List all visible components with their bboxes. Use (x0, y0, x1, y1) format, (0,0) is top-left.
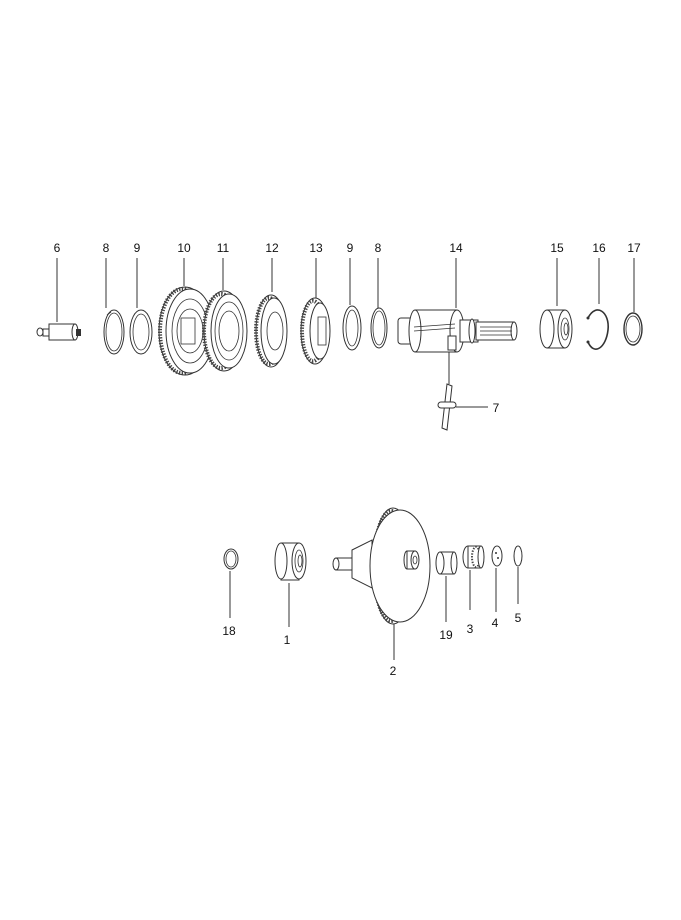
label-part-2: 2 (389, 664, 397, 678)
label-part-11: 11 (216, 241, 230, 255)
part-13-gear (300, 258, 331, 365)
part-18-washer (223, 548, 239, 618)
label-part-8-right: 8 (374, 241, 382, 255)
label-part-4: 4 (491, 616, 499, 630)
part-11-gear (202, 258, 248, 372)
label-part-1: 1 (283, 633, 291, 647)
label-part-18: 18 (222, 624, 236, 638)
label-part-9-right: 9 (346, 241, 354, 255)
part-14-shaft (397, 258, 518, 353)
part-9-washer-right (342, 258, 362, 351)
part-8-circlip-left (103, 258, 125, 355)
label-part-19: 19 (439, 628, 453, 642)
label-part-15: 15 (550, 241, 564, 255)
label-part-6: 6 (53, 241, 61, 255)
part-3-bearing (462, 545, 485, 610)
label-part-3: 3 (466, 622, 474, 636)
part-8-circlip-right (370, 258, 388, 349)
label-part-16: 16 (592, 241, 606, 255)
label-part-9-left: 9 (133, 241, 141, 255)
label-part-7: 7 (492, 401, 500, 415)
part-10-gear (158, 258, 215, 376)
part-6-pin (36, 258, 81, 341)
label-part-13: 13 (309, 241, 323, 255)
part-4-washer (491, 545, 503, 612)
label-part-10: 10 (177, 241, 191, 255)
part-12-gear (254, 258, 288, 368)
part-5-circlip (513, 545, 523, 604)
part-16-snap-ring (586, 258, 609, 350)
part-15-bearing (539, 258, 573, 349)
label-part-12: 12 (265, 241, 279, 255)
part-2-gear-shaft (332, 507, 431, 660)
part-17-circlip (623, 258, 643, 346)
part-1-bearing (274, 542, 307, 627)
label-part-8-left: 8 (102, 241, 110, 255)
part-9-washer-left (129, 258, 153, 355)
part-19-bushing (435, 551, 458, 622)
label-part-14: 14 (449, 241, 463, 255)
label-part-5: 5 (514, 611, 522, 625)
part-7-pin (437, 352, 488, 431)
label-part-17: 17 (627, 241, 641, 255)
